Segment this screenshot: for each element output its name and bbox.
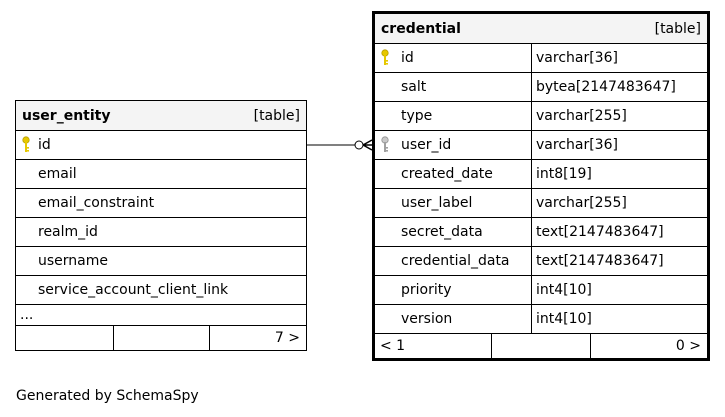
- generated-by-label: Generated by SchemaSpy: [16, 388, 199, 404]
- column-name: email_constraint: [38, 195, 155, 211]
- parents-count-link[interactable]: < 1: [375, 334, 492, 358]
- column-name: salt: [401, 79, 427, 95]
- column-type: varchar[255]: [536, 108, 627, 124]
- column-row-user-id[interactable]: user_id varchar[36]: [375, 131, 707, 160]
- column-type: text[2147483647]: [536, 224, 664, 240]
- column-row-email[interactable]: email: [16, 160, 306, 189]
- column-name: email: [38, 166, 77, 182]
- column-name: user_label: [401, 195, 473, 211]
- children-count-link[interactable]: 0 >: [675, 338, 701, 354]
- column-name: version: [401, 311, 453, 327]
- column-name: type: [401, 108, 433, 124]
- column-name: service_account_client_link: [38, 282, 229, 298]
- primary-key-icon: [375, 49, 395, 67]
- primary-key-icon: [16, 136, 36, 154]
- table-name: credential: [381, 20, 461, 37]
- column-row-secret-data[interactable]: secret_data text[2147483647]: [375, 218, 707, 247]
- column-name: id: [401, 50, 414, 66]
- column-row-user-label[interactable]: user_label varchar[255]: [375, 189, 707, 218]
- table-credential[interactable]: credential [table] id varchar[36] salt b…: [372, 11, 710, 361]
- column-type: varchar[36]: [536, 137, 618, 153]
- column-row-priority[interactable]: priority int4[10]: [375, 276, 707, 305]
- table-name: user_entity: [22, 107, 111, 124]
- column-row-id[interactable]: id varchar[36]: [375, 44, 707, 73]
- column-row-salt[interactable]: salt bytea[2147483647]: [375, 73, 707, 102]
- column-row-username[interactable]: username: [16, 247, 306, 276]
- column-name: username: [38, 253, 108, 269]
- foreign-key-icon: [375, 136, 395, 154]
- column-row-version[interactable]: version int4[10]: [375, 305, 707, 334]
- column-name: user_id: [401, 137, 452, 153]
- column-type: text[2147483647]: [536, 253, 664, 269]
- table-user-entity[interactable]: user_entity [table] id email email_const…: [15, 100, 307, 351]
- column-type: bytea[2147483647]: [536, 79, 676, 95]
- table-footer: < 1 0 >: [375, 334, 707, 358]
- table-footer: 7 >: [16, 326, 306, 350]
- column-type: int8[19]: [536, 166, 592, 182]
- column-type: int4[10]: [536, 311, 592, 327]
- crowfoot-many-marker: [362, 139, 373, 151]
- column-row-service-account-client-link[interactable]: service_account_client_link: [16, 276, 306, 305]
- column-row-realm-id[interactable]: realm_id: [16, 218, 306, 247]
- table-kind: [table]: [253, 107, 300, 124]
- column-row-type[interactable]: type varchar[255]: [375, 102, 707, 131]
- more-columns-indicator[interactable]: ...: [16, 305, 306, 326]
- table-header: user_entity [table]: [16, 101, 306, 131]
- column-type: varchar[36]: [536, 50, 618, 66]
- column-name: created_date: [401, 166, 493, 182]
- column-row-created-date[interactable]: created_date int8[19]: [375, 160, 707, 189]
- column-name: realm_id: [38, 224, 98, 240]
- column-type: int4[10]: [536, 282, 592, 298]
- zero-cardinality-circle: [354, 140, 364, 150]
- column-type: varchar[255]: [536, 195, 627, 211]
- table-header: credential [table]: [375, 14, 707, 44]
- children-count-link[interactable]: 7 >: [209, 326, 306, 350]
- column-row-email-constraint[interactable]: email_constraint: [16, 189, 306, 218]
- table-kind: [table]: [654, 20, 701, 37]
- column-row-id[interactable]: id: [16, 131, 306, 160]
- column-row-credential-data[interactable]: credential_data text[2147483647]: [375, 247, 707, 276]
- column-name: id: [38, 137, 51, 153]
- column-name: secret_data: [401, 224, 483, 240]
- column-name: priority: [401, 282, 452, 298]
- column-name: credential_data: [401, 253, 510, 269]
